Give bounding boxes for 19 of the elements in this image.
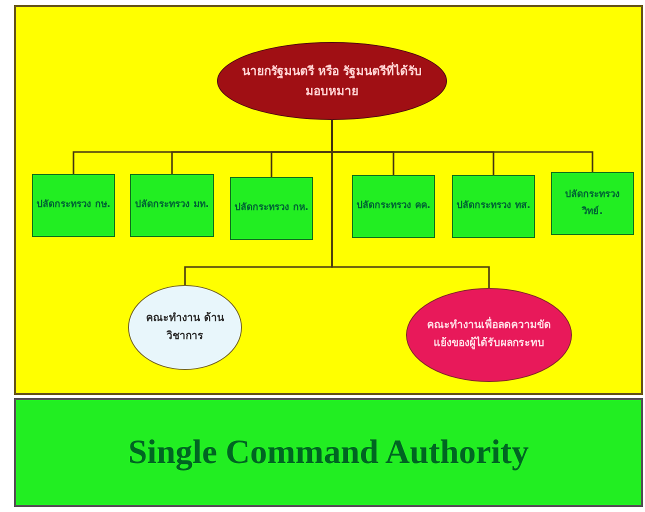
- node-text: ปลัดกระทรวง กษ.: [36, 198, 110, 212]
- org-box: [230, 177, 313, 240]
- org-box: [32, 174, 115, 237]
- connector-line: [331, 120, 490, 288]
- org-box: [551, 172, 634, 235]
- node-text: ปลัดกระทรวง วิทย์.: [564, 188, 621, 218]
- node-text: นายกรัฐมนตรี หรือ รัฐมนตรีที่ได้รับมอบหมาย: [240, 61, 424, 100]
- org-box: [130, 174, 214, 237]
- node-text: Single Command Authority: [128, 432, 529, 473]
- title-band: [14, 398, 643, 507]
- node-text: ปลัดกระทรวง กห.: [234, 201, 308, 216]
- node-text: คณะทำงาน ด้านวิชาการ: [145, 310, 226, 344]
- node-text: ปลัดกระทรวง มท.: [135, 198, 209, 212]
- node-text: ปลัดกระทรวง คค.: [356, 199, 430, 214]
- panel-background: [14, 5, 643, 395]
- org-box: [352, 175, 435, 238]
- node-text: คณะทำงานเพื่อลดความขัดแย้งของผู้ได้รับผลกระทบ: [421, 317, 557, 353]
- org-box: [452, 175, 535, 238]
- node-text: ปลัดกระทรวง ทส.: [456, 199, 530, 214]
